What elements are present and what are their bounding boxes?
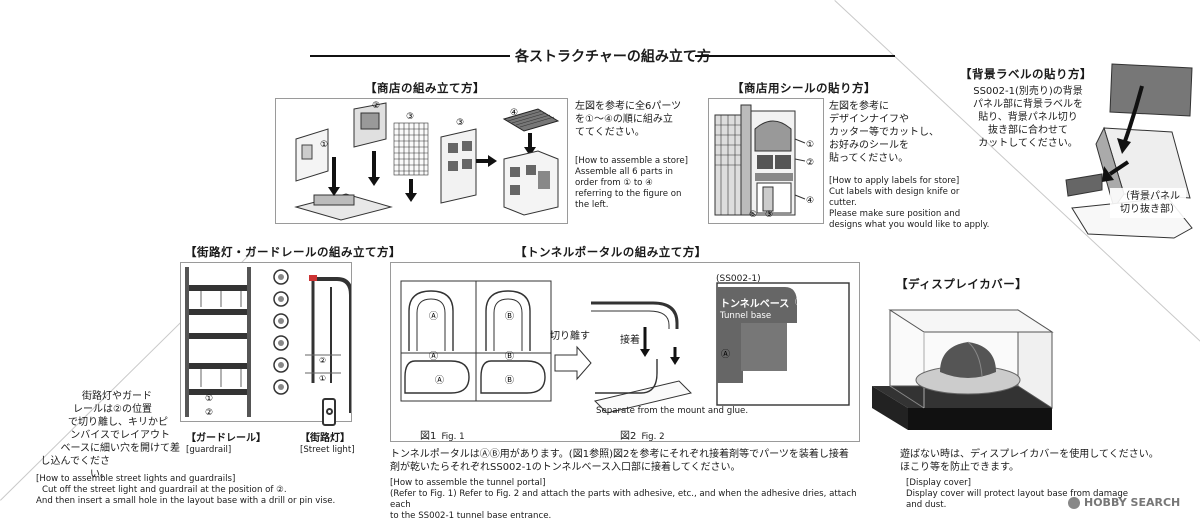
tunnel-jp-text: トンネルポータルはⒶⒷ用があります。(図1参照)図2を参考にそれぞれ接着剤等でパ… xyxy=(390,449,849,473)
title-rule-right xyxy=(695,55,895,57)
svg-text:Ⓐ: Ⓐ xyxy=(721,349,730,360)
svg-text:Ⓑ: Ⓑ xyxy=(505,375,514,386)
bg-label-callout: （背景パネル 切り抜き部） xyxy=(1120,191,1180,215)
svg-text:④: ④ xyxy=(806,196,814,206)
bg-label-jp-text: SS002-1(別売り)の背景 パネル部に背景ラベルを 貼り、背景パネル切り 抜… xyxy=(973,86,1083,149)
store-label-heading: 【商店用シールの貼り方】 xyxy=(732,81,876,95)
tunnel-figure: Ⓐ Ⓑ Ⓐ Ⓑ Ⓐ Ⓑ Ⓑ Ⓐ xyxy=(390,262,860,442)
street-en-text: [How to assemble street lights and guard… xyxy=(36,474,336,506)
guardrail-label: 【ガードレール】 [guardrail] xyxy=(186,433,266,455)
fig2-caption: 図2 Fig. 2 xyxy=(620,431,665,442)
store-label-figure: ① ② ④ ⑤ ③ xyxy=(708,98,824,224)
svg-text:Ⓐ: Ⓐ xyxy=(429,351,438,362)
svg-text:③: ③ xyxy=(765,210,773,220)
bg-label-heading: 【背景ラベルの貼り方】 xyxy=(960,67,1092,81)
svg-text:Ⓑ: Ⓑ xyxy=(795,297,804,308)
svg-text:①: ① xyxy=(205,394,213,404)
svg-text:②: ② xyxy=(205,408,213,418)
tunnel-en-text: [How to assemble the tunnel portal] (Ref… xyxy=(390,478,857,520)
display-jp-text: 遊ばない時は、ディスプレイカバーを使用してください。 ほこり等を防止できます。 xyxy=(900,449,1159,473)
watermark: HOBBY SEARCH xyxy=(1068,496,1180,509)
display-heading: 【ディスプレイカバー】 xyxy=(896,277,1028,291)
svg-text:Ⓐ: Ⓐ xyxy=(429,311,438,322)
svg-text:①: ① xyxy=(320,140,328,150)
svg-text:②: ② xyxy=(372,101,380,111)
street-light-part-icon xyxy=(322,398,336,426)
watermark-logo-icon xyxy=(1068,496,1080,509)
svg-text:②: ② xyxy=(806,158,814,168)
svg-text:③: ③ xyxy=(456,118,464,128)
store-label-en-text: [How to apply labels for store] Cut labe… xyxy=(829,176,990,230)
store-en-text: [How to assemble a store] Assemble all 6… xyxy=(575,156,689,210)
glue-label: 接着 xyxy=(620,335,640,346)
store-jp-text: 左図を参考に全6パーツ を①～④の順に組み立 ててください。 xyxy=(575,101,682,138)
svg-text:Ⓐ: Ⓐ xyxy=(435,375,444,386)
cut-label: 切り離す xyxy=(550,331,590,342)
display-en-text: [Display cover] Display cover will prote… xyxy=(906,478,1129,510)
store-heading: 【商店の組み立て方】 xyxy=(365,81,485,95)
svg-text:Ⓑ: Ⓑ xyxy=(505,311,514,322)
separate-label: Separate from the mount and glue. xyxy=(596,406,749,416)
ss002-label: (SS002-1) xyxy=(716,274,761,284)
street-figure: ① ② ② ① xyxy=(180,262,353,422)
svg-text:⑤: ⑤ xyxy=(749,210,757,220)
fig1-caption: 図1 Fig. 1 xyxy=(420,431,465,442)
svg-text:①: ① xyxy=(806,140,814,150)
street-heading: 【街路灯・ガードレールの組み立て方】 xyxy=(185,245,401,259)
display-cover-figure xyxy=(868,292,1060,434)
street-light-label: 【街路灯】 [Street light] xyxy=(300,433,355,455)
tunnel-heading: 【トンネルポータルの組み立て方】 xyxy=(515,245,707,259)
store-figure: ① ② ③ ③ ④ xyxy=(275,98,568,224)
street-jp-text: 街路灯やガード レールは②の位置 で切り離し、キリかピ ンバイスでレイアウト ベ… xyxy=(40,391,181,480)
tunnel-base-label: トンネルベース Tunnel base xyxy=(720,299,790,321)
svg-text:④: ④ xyxy=(510,108,518,118)
bg-label-figure xyxy=(1064,58,1194,248)
svg-text:Ⓑ: Ⓑ xyxy=(505,351,514,362)
svg-text:②: ② xyxy=(319,356,326,365)
title-rule-left xyxy=(310,55,510,57)
store-label-jp-text: 左図を参考に デザインナイフや カッター等でカットし、 お好みのシールを 貼って… xyxy=(829,101,939,164)
svg-text:③: ③ xyxy=(406,112,414,122)
svg-text:①: ① xyxy=(319,374,326,383)
main-title: 各ストラクチャーの組み立て方 xyxy=(515,49,711,65)
